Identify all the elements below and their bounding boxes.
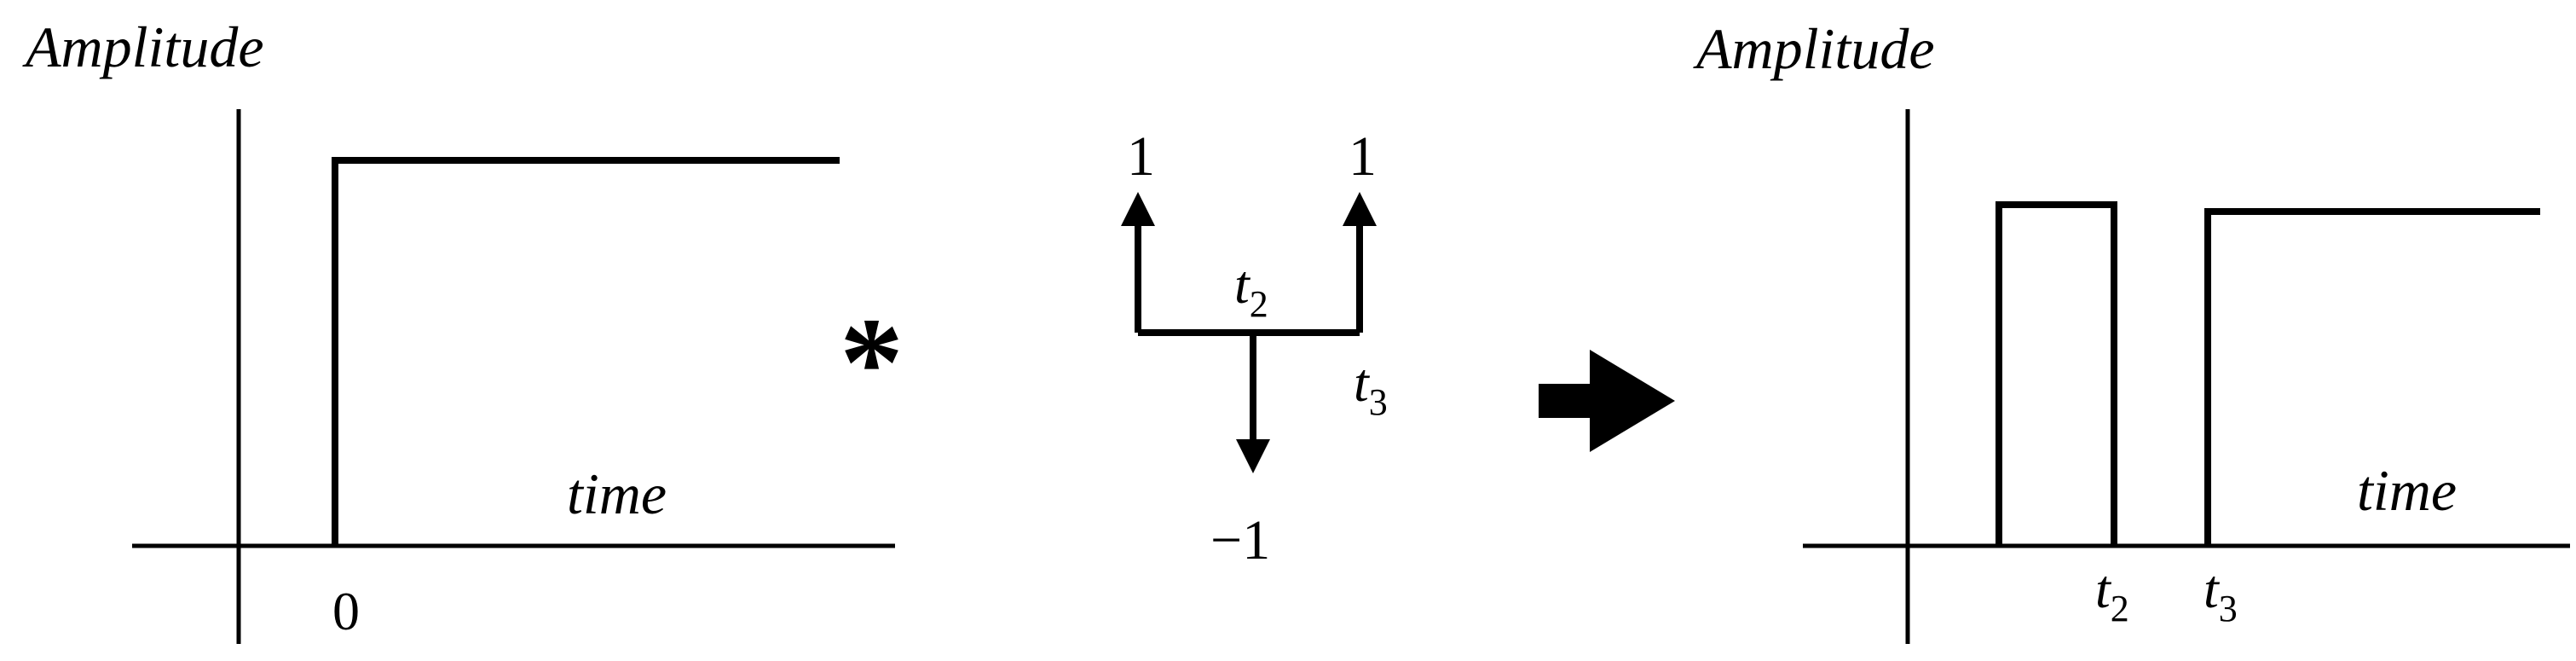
result-step	[2204, 208, 2540, 546]
result-x-axis-label: time	[2357, 458, 2457, 523]
result-tick-t3: t3	[2203, 559, 2238, 629]
result-pulse	[1996, 201, 2117, 546]
impulse-t3-label: t3	[1354, 352, 1388, 423]
convolution-operator: *	[840, 292, 904, 433]
impulse-left-value: 1	[1127, 125, 1155, 188]
step-function-plot: Amplitude 0 time	[22, 14, 895, 644]
result-y-axis-label: Amplitude	[1693, 16, 1935, 81]
impulse-train: 1 1 −1 t2 t3	[1121, 125, 1388, 571]
result-plot: Amplitude time t2 t3	[1693, 16, 2570, 644]
impulse-down-value: −1	[1210, 509, 1270, 571]
impulse-t2-label: t2	[1234, 254, 1268, 325]
result-arrow-icon	[1539, 350, 1675, 452]
step-signal	[332, 157, 840, 546]
result-tick-t2: t2	[2095, 559, 2129, 629]
left-tick-zero: 0	[332, 581, 360, 641]
left-y-axis-label: Amplitude	[22, 14, 264, 79]
impulse-right-value: 1	[1349, 125, 1377, 188]
left-x-axis-label: time	[567, 461, 667, 526]
